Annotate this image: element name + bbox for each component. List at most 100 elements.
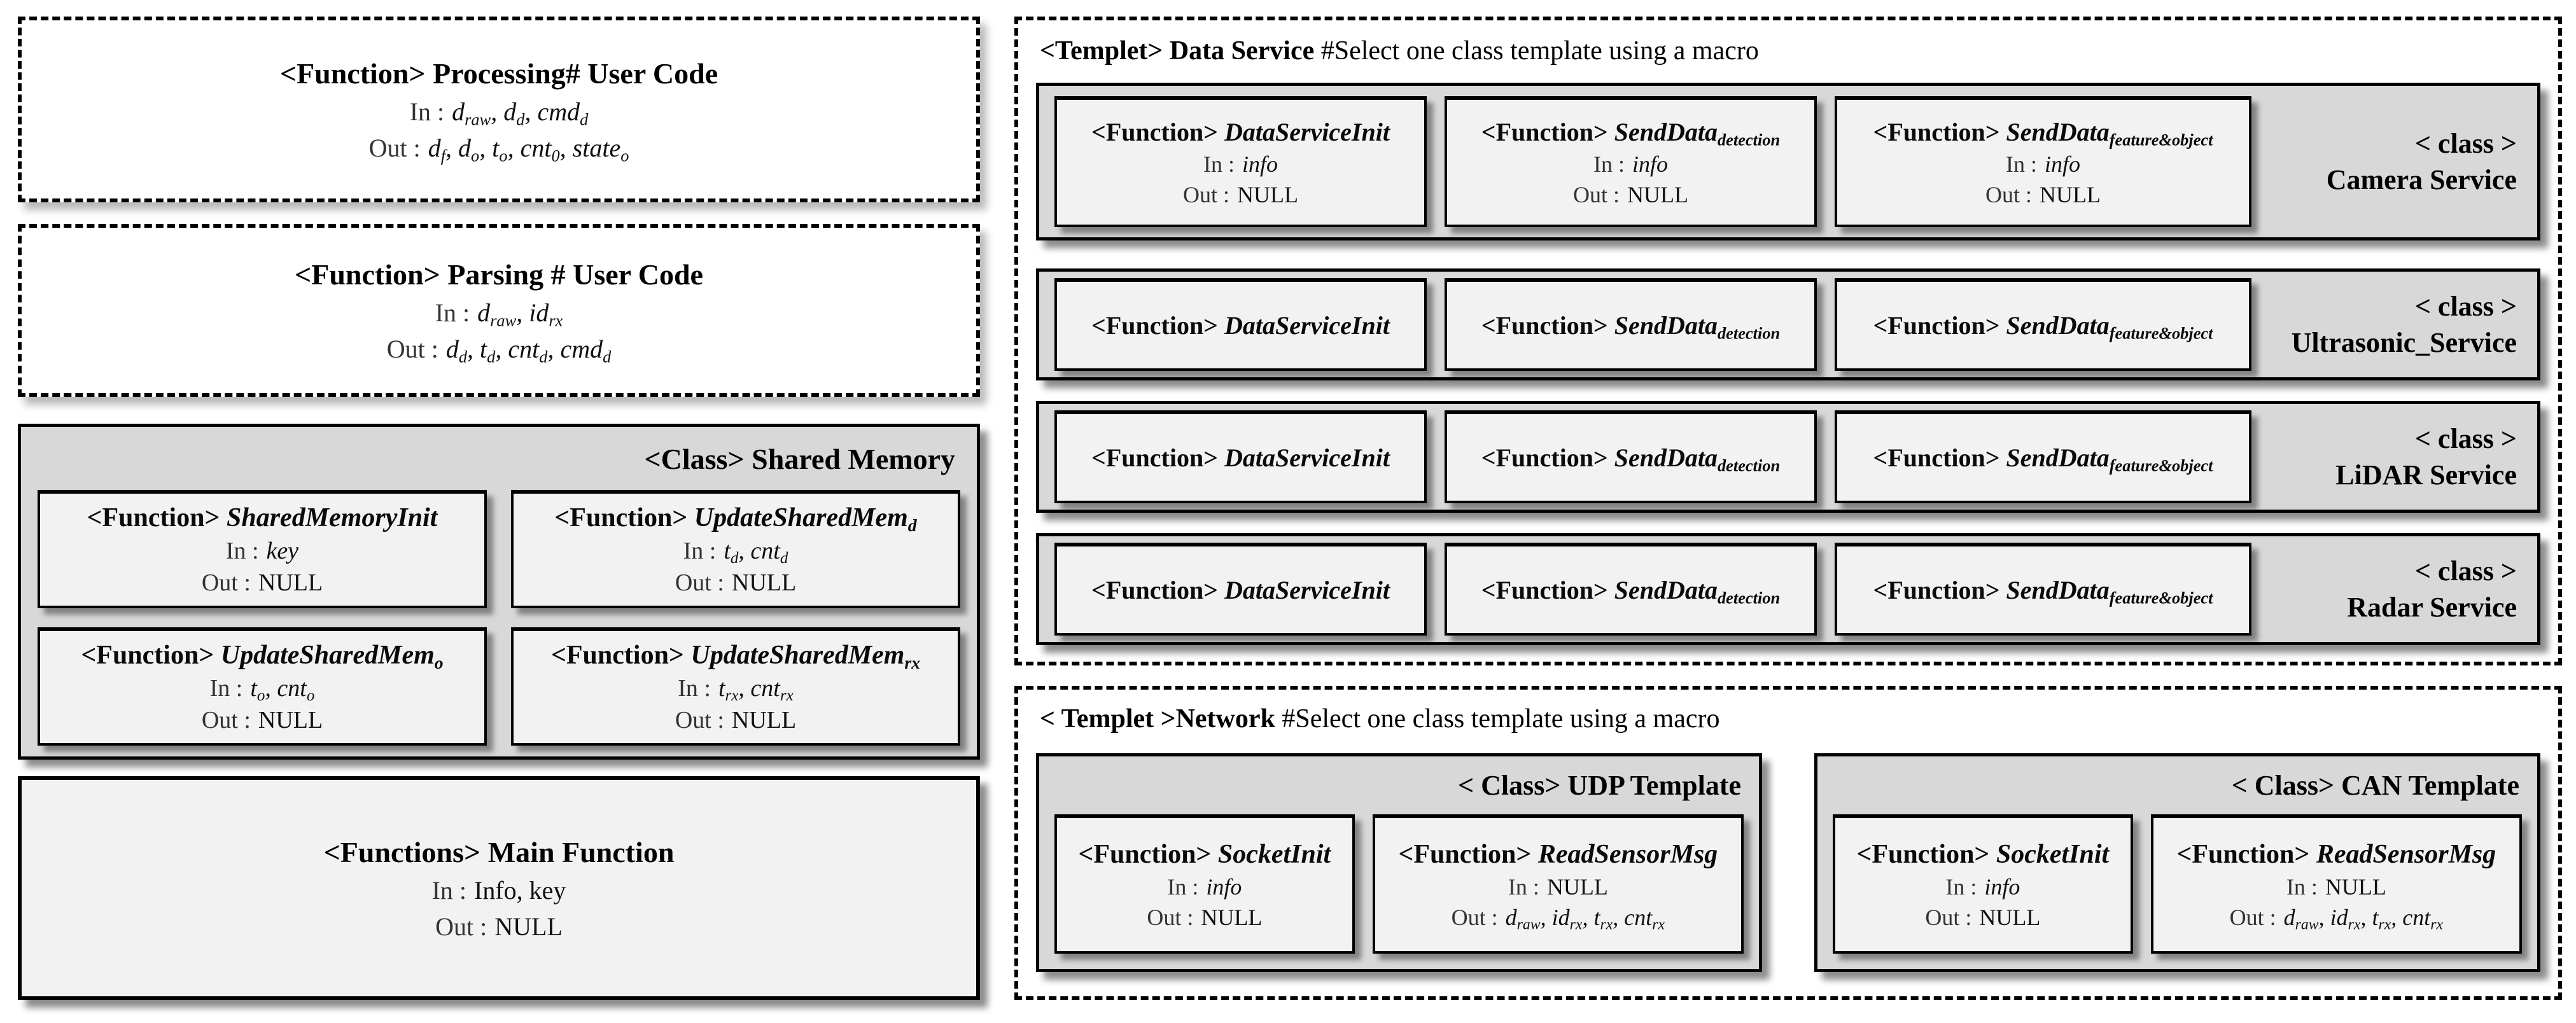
function-name: UpdateSharedMemo: [220, 641, 444, 672]
function-title: <Function> SendDatadetection: [1481, 310, 1781, 342]
out-line: Out :NULL: [1985, 181, 2101, 208]
class-label-ultrasonic-service: < class > Ultrasonic_Service: [2292, 288, 2522, 361]
in-value: td, cntd: [724, 538, 788, 567]
templet-header: < Templet >Network #Select one class tem…: [1040, 704, 2540, 734]
templet-note: #Select one class template using a macro: [1282, 704, 1720, 734]
function-title: <Function> UpdateSharedMemd: [554, 503, 917, 535]
function-box-senddata-feature-object: <Function> SendDatafeature&object In :in…: [1835, 96, 2251, 227]
in-value: trx, cntrx: [718, 675, 794, 705]
network-templet-box: < Templet >Network #Select one class tem…: [1014, 686, 2562, 1000]
templet-title: Data Service: [1169, 36, 1315, 66]
class-tag: <Class>: [644, 443, 745, 475]
class-row-radar-service: <Function> DataServiceInit <Function> Se…: [1036, 533, 2540, 645]
function-title: <Functions> Main Function: [324, 835, 675, 869]
function-box-readsensormsg: <Function> ReadSensorMsg In :NULL Out :d…: [1372, 814, 1744, 954]
function-name: UpdateSharedMemd: [694, 503, 917, 535]
class-title: <Class> Shared Memory: [38, 433, 960, 490]
function-title: <Function> DataServiceInit: [1091, 575, 1390, 605]
out-label: Out :: [675, 569, 724, 596]
function-name: SendDatadetection: [1614, 310, 1781, 342]
out-label: Out :: [1573, 181, 1620, 207]
out-value: NULL: [1627, 181, 1688, 207]
class-name: Camera Service: [2326, 164, 2517, 195]
in-line: In :info: [1945, 873, 2020, 900]
function-tag: <Function>: [1873, 443, 2000, 472]
out-line: Out :NULL: [435, 912, 563, 942]
function-name: DataServiceInit: [1224, 443, 1390, 472]
in-label: In :: [1945, 873, 1977, 900]
out-label: Out :: [201, 707, 251, 734]
out-label: Out :: [675, 707, 724, 734]
function-box-senddata-detection: <Function> SendDatadetection: [1445, 278, 1817, 371]
templet-tag: <Templet>: [1040, 36, 1163, 66]
out-line: Out :NULL: [202, 569, 323, 597]
function-title: <Function> SocketInit: [1078, 839, 1331, 870]
function-box-senddata-feature-object: <Function> SendDatafeature&object: [1835, 278, 2251, 371]
templet-title: Network: [1175, 704, 1275, 734]
out-line: Out :NULL: [202, 706, 323, 734]
function-box-dataserviceinit: <Function> DataServiceInit: [1054, 410, 1427, 503]
function-box-dataserviceinit: <Function> DataServiceInit: [1054, 543, 1427, 636]
function-tag: <Function>: [1091, 443, 1218, 472]
class-name: UDP Template: [1567, 770, 1741, 801]
class-label-lidar-service: < class > LiDAR Service: [2335, 421, 2522, 493]
function-box-socketinit: <Function> SocketInit In :info Out : NULL: [1833, 814, 2133, 954]
out-label: Out :: [435, 912, 487, 941]
out-value: df, do, to, cnt0, stateo: [428, 133, 629, 165]
in-label: In :: [431, 875, 467, 905]
in-line: In :key: [226, 537, 298, 565]
out-label: Out :: [1925, 904, 1972, 930]
function-title: <Function> SendDatadetection: [1481, 117, 1780, 148]
in-value: NULL: [1546, 873, 1608, 900]
in-label: In :: [1203, 151, 1235, 177]
out-line: Out :NULL: [1147, 904, 1262, 931]
out-value: NULL: [731, 569, 797, 596]
out-label: Out :: [1183, 181, 1230, 207]
function-tag: <Functions>: [323, 835, 481, 868]
shared-memory-class-box: <Class> Shared Memory <Function> SharedM…: [18, 424, 980, 760]
function-tag: <Function>: [1481, 310, 1608, 340]
function-name: SocketInit: [1217, 839, 1331, 869]
out-value: NULL: [1201, 904, 1263, 930]
function-tag: <Function>: [1873, 575, 2000, 604]
in-line: In :to, cnto: [210, 674, 315, 704]
function-box-senddata-detection: <Function> SendDatadetection In :info Ou…: [1445, 96, 1817, 227]
function-name: ReadSensorMsg: [2316, 839, 2496, 869]
function-box-senddata-feature-object: <Function> SendDatafeature&object: [1835, 410, 2251, 503]
class-row-camera-service: <Function> DataServiceInit In :info Out …: [1036, 83, 2540, 240]
class-name: Shared Memory: [752, 443, 955, 475]
out-label: Out :: [1985, 181, 2033, 207]
function-tag: <Function>: [1078, 839, 1212, 869]
class-name: Ultrasonic_Service: [2291, 327, 2517, 358]
in-label: In :: [1167, 873, 1199, 900]
function-name: DataServiceInit: [1224, 575, 1390, 604]
out-label: Out :: [386, 334, 438, 363]
function-tag: <Function>: [1091, 117, 1218, 146]
function-title: <Function> SocketInit: [1856, 839, 2109, 870]
function-box-senddata-detection: <Function> SendDatadetection: [1445, 543, 1817, 636]
function-box-senddata-detection: <Function> SendDatadetection: [1445, 410, 1817, 503]
out-line: Out : NULL: [675, 569, 796, 597]
class-name: CAN Template: [2341, 770, 2519, 801]
function-name: DataServiceInit: [1224, 310, 1390, 340]
function-title: <Function> SendDatafeature&object: [1873, 310, 2213, 342]
in-line: In :info: [1203, 151, 1278, 177]
function-tag: <Function>: [1091, 575, 1218, 604]
out-label: Out :: [1451, 904, 1498, 930]
function-box-socketinit: <Function> SocketInit In :info Out :NULL: [1054, 814, 1355, 954]
in-value: info: [2044, 151, 2080, 177]
network-classes: < Class> UDP Template <Function> SocketI…: [1036, 753, 2540, 972]
function-name: SendDatafeature&object: [2006, 575, 2213, 607]
in-label: In :: [225, 538, 259, 564]
in-label: In :: [683, 538, 717, 564]
in-line: In :trx, cntrx: [678, 674, 794, 705]
function-box-senddata-feature-object: <Function> SendDatafeature&object: [1835, 543, 2251, 636]
function-title: <Function> SharedMemoryInit: [87, 503, 438, 533]
function-name: DataServiceInit: [1224, 117, 1390, 146]
function-tag: <Function>: [1856, 839, 1990, 869]
function-box-readsensormsg: <Function> ReadSensorMsg In :NULL Out :d…: [2150, 814, 2522, 954]
in-label: In :: [2286, 873, 2318, 900]
out-value: dd, td, cntd, cmdd: [445, 334, 612, 366]
out-value: NULL: [1979, 904, 2041, 930]
in-line: In :info: [1593, 151, 1668, 177]
